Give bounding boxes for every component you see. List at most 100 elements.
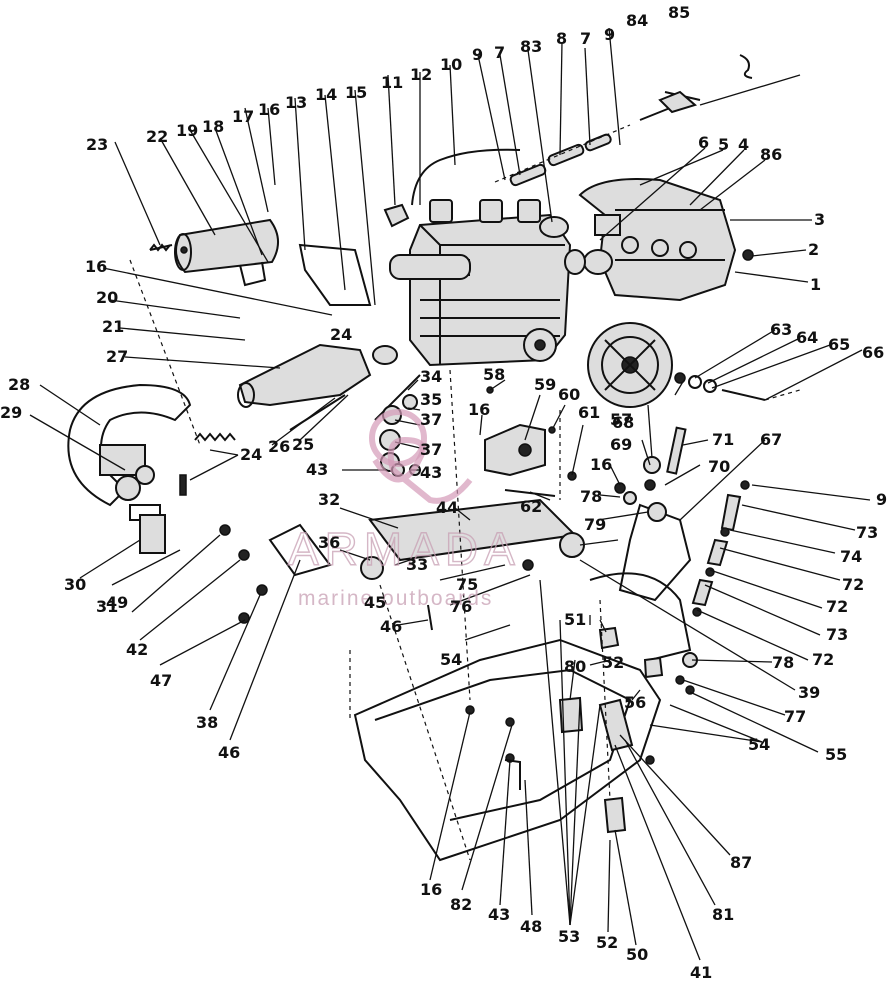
callout-label: 9 xyxy=(472,45,483,64)
watermark-logo xyxy=(369,409,473,504)
callout-label: 20 xyxy=(96,288,118,307)
callout-label: 72 xyxy=(842,575,864,594)
callout-label: 77 xyxy=(784,707,806,726)
exhaust-manifold xyxy=(237,343,398,408)
callout-label: 57 xyxy=(610,410,632,429)
callout-label: 54 xyxy=(440,650,462,669)
callout-label: 33 xyxy=(406,555,428,574)
callout-label: 43 xyxy=(488,905,510,924)
callout-label: 69 xyxy=(610,435,632,454)
callout-label: 82 xyxy=(450,895,472,914)
callout-label: 62 xyxy=(520,497,542,516)
callout-label: 30 xyxy=(64,575,86,594)
callout-label: 37 xyxy=(420,440,442,459)
callout-label: 87 xyxy=(730,853,752,872)
callout-label: 8 xyxy=(556,29,567,48)
callout-label: 51 xyxy=(564,610,586,629)
callout-label: 79 xyxy=(584,515,606,534)
callout-label: 24 xyxy=(330,325,352,344)
callout-label: 47 xyxy=(150,671,172,690)
watermark-brand: ARMADA xyxy=(288,523,521,575)
callout-label: 55 xyxy=(825,745,847,764)
callout-label: 56 xyxy=(624,693,646,712)
callout-label: 66 xyxy=(862,343,884,362)
callout-label: 23 xyxy=(86,135,108,154)
callout-label: 71 xyxy=(712,430,734,449)
callout-label: 21 xyxy=(102,317,124,336)
callout-label: 39 xyxy=(798,683,820,702)
callout-label: 53 xyxy=(558,927,580,946)
pump xyxy=(484,423,546,477)
callout-label: 65 xyxy=(828,335,850,354)
assembly-lines xyxy=(129,259,801,861)
callout-label: 72 xyxy=(826,597,848,616)
callout-label: 36 xyxy=(318,533,340,552)
callout-label: 15 xyxy=(345,83,367,102)
callout-label: 84 xyxy=(626,11,648,30)
callout-label: 19 xyxy=(176,121,198,140)
callout-label: 28 xyxy=(8,375,30,394)
callout-label: 61 xyxy=(578,403,600,422)
callout-label: 67 xyxy=(760,430,782,449)
watermark: ARMADA marine outboards xyxy=(287,409,521,610)
callout-label: 7 xyxy=(494,43,505,62)
callout-label: 52 xyxy=(596,933,618,952)
callout-label: 35 xyxy=(420,390,442,409)
callout-label: 72 xyxy=(812,650,834,669)
callout-label: 73 xyxy=(856,523,878,542)
callout-label: 2 xyxy=(808,240,819,259)
callout-label: 73 xyxy=(826,625,848,644)
callout-label: 18 xyxy=(202,117,224,136)
callout-label: 22 xyxy=(146,127,168,146)
callout-label: 76 xyxy=(450,597,472,616)
leader-lines xyxy=(29,27,871,961)
callout-label: 9 xyxy=(604,25,615,44)
callout-label: 80 xyxy=(564,657,586,676)
callout-label: 83 xyxy=(520,37,542,56)
callout-label: 86 xyxy=(760,145,782,164)
callout-label: 31 xyxy=(96,597,118,616)
callout-label: 13 xyxy=(285,93,307,112)
callout-label: 44 xyxy=(436,498,458,517)
callout-label: 10 xyxy=(440,55,462,74)
callout-label: 59 xyxy=(534,375,556,394)
callout-label: 14 xyxy=(315,85,337,104)
callout-label: 16 xyxy=(420,880,442,899)
throttle-cable xyxy=(411,148,521,206)
exhaust-pipe xyxy=(67,383,192,554)
callout-label: 9 xyxy=(876,490,887,509)
spring-24 xyxy=(194,432,236,442)
callout-label: 16 xyxy=(85,257,107,276)
callout-label: 37 xyxy=(420,410,442,429)
engine-bracket xyxy=(298,243,372,306)
callout-label: 24 xyxy=(240,445,262,464)
callout-label: 46 xyxy=(380,617,402,636)
drive-housing xyxy=(564,178,754,302)
callout-label: 50 xyxy=(626,945,648,964)
callout-label: 12 xyxy=(410,65,432,84)
callout-label: 85 xyxy=(668,3,690,22)
callout-label: 6 xyxy=(698,133,709,152)
clutch-assembly xyxy=(587,322,766,408)
callout-label: 78 xyxy=(772,653,794,672)
callout-label: 45 xyxy=(364,593,386,612)
callout-label: 63 xyxy=(770,320,792,339)
callout-label: 25 xyxy=(292,435,314,454)
callout-labels: 1 2 3 4 5 6 7 7 8 9 9 9 10 11 12 13 14 1… xyxy=(0,3,887,982)
callout-label: 5 xyxy=(718,135,729,154)
callout-label: 78 xyxy=(580,487,602,506)
callout-label: 7 xyxy=(580,29,591,48)
callout-label: 11 xyxy=(381,73,403,92)
callout-label: 74 xyxy=(840,547,862,566)
callout-label: 81 xyxy=(712,905,734,924)
callout-label: 60 xyxy=(558,385,580,404)
watermark-tagline: marine outboards xyxy=(298,587,493,610)
callout-label: 42 xyxy=(126,640,148,659)
callout-label: 52 xyxy=(602,653,624,672)
callout-label: 49 xyxy=(106,593,128,612)
callout-label: 1 xyxy=(810,275,821,294)
callout-label: 27 xyxy=(106,347,128,366)
callout-label: 4 xyxy=(738,135,749,154)
callout-label: 41 xyxy=(690,963,712,982)
